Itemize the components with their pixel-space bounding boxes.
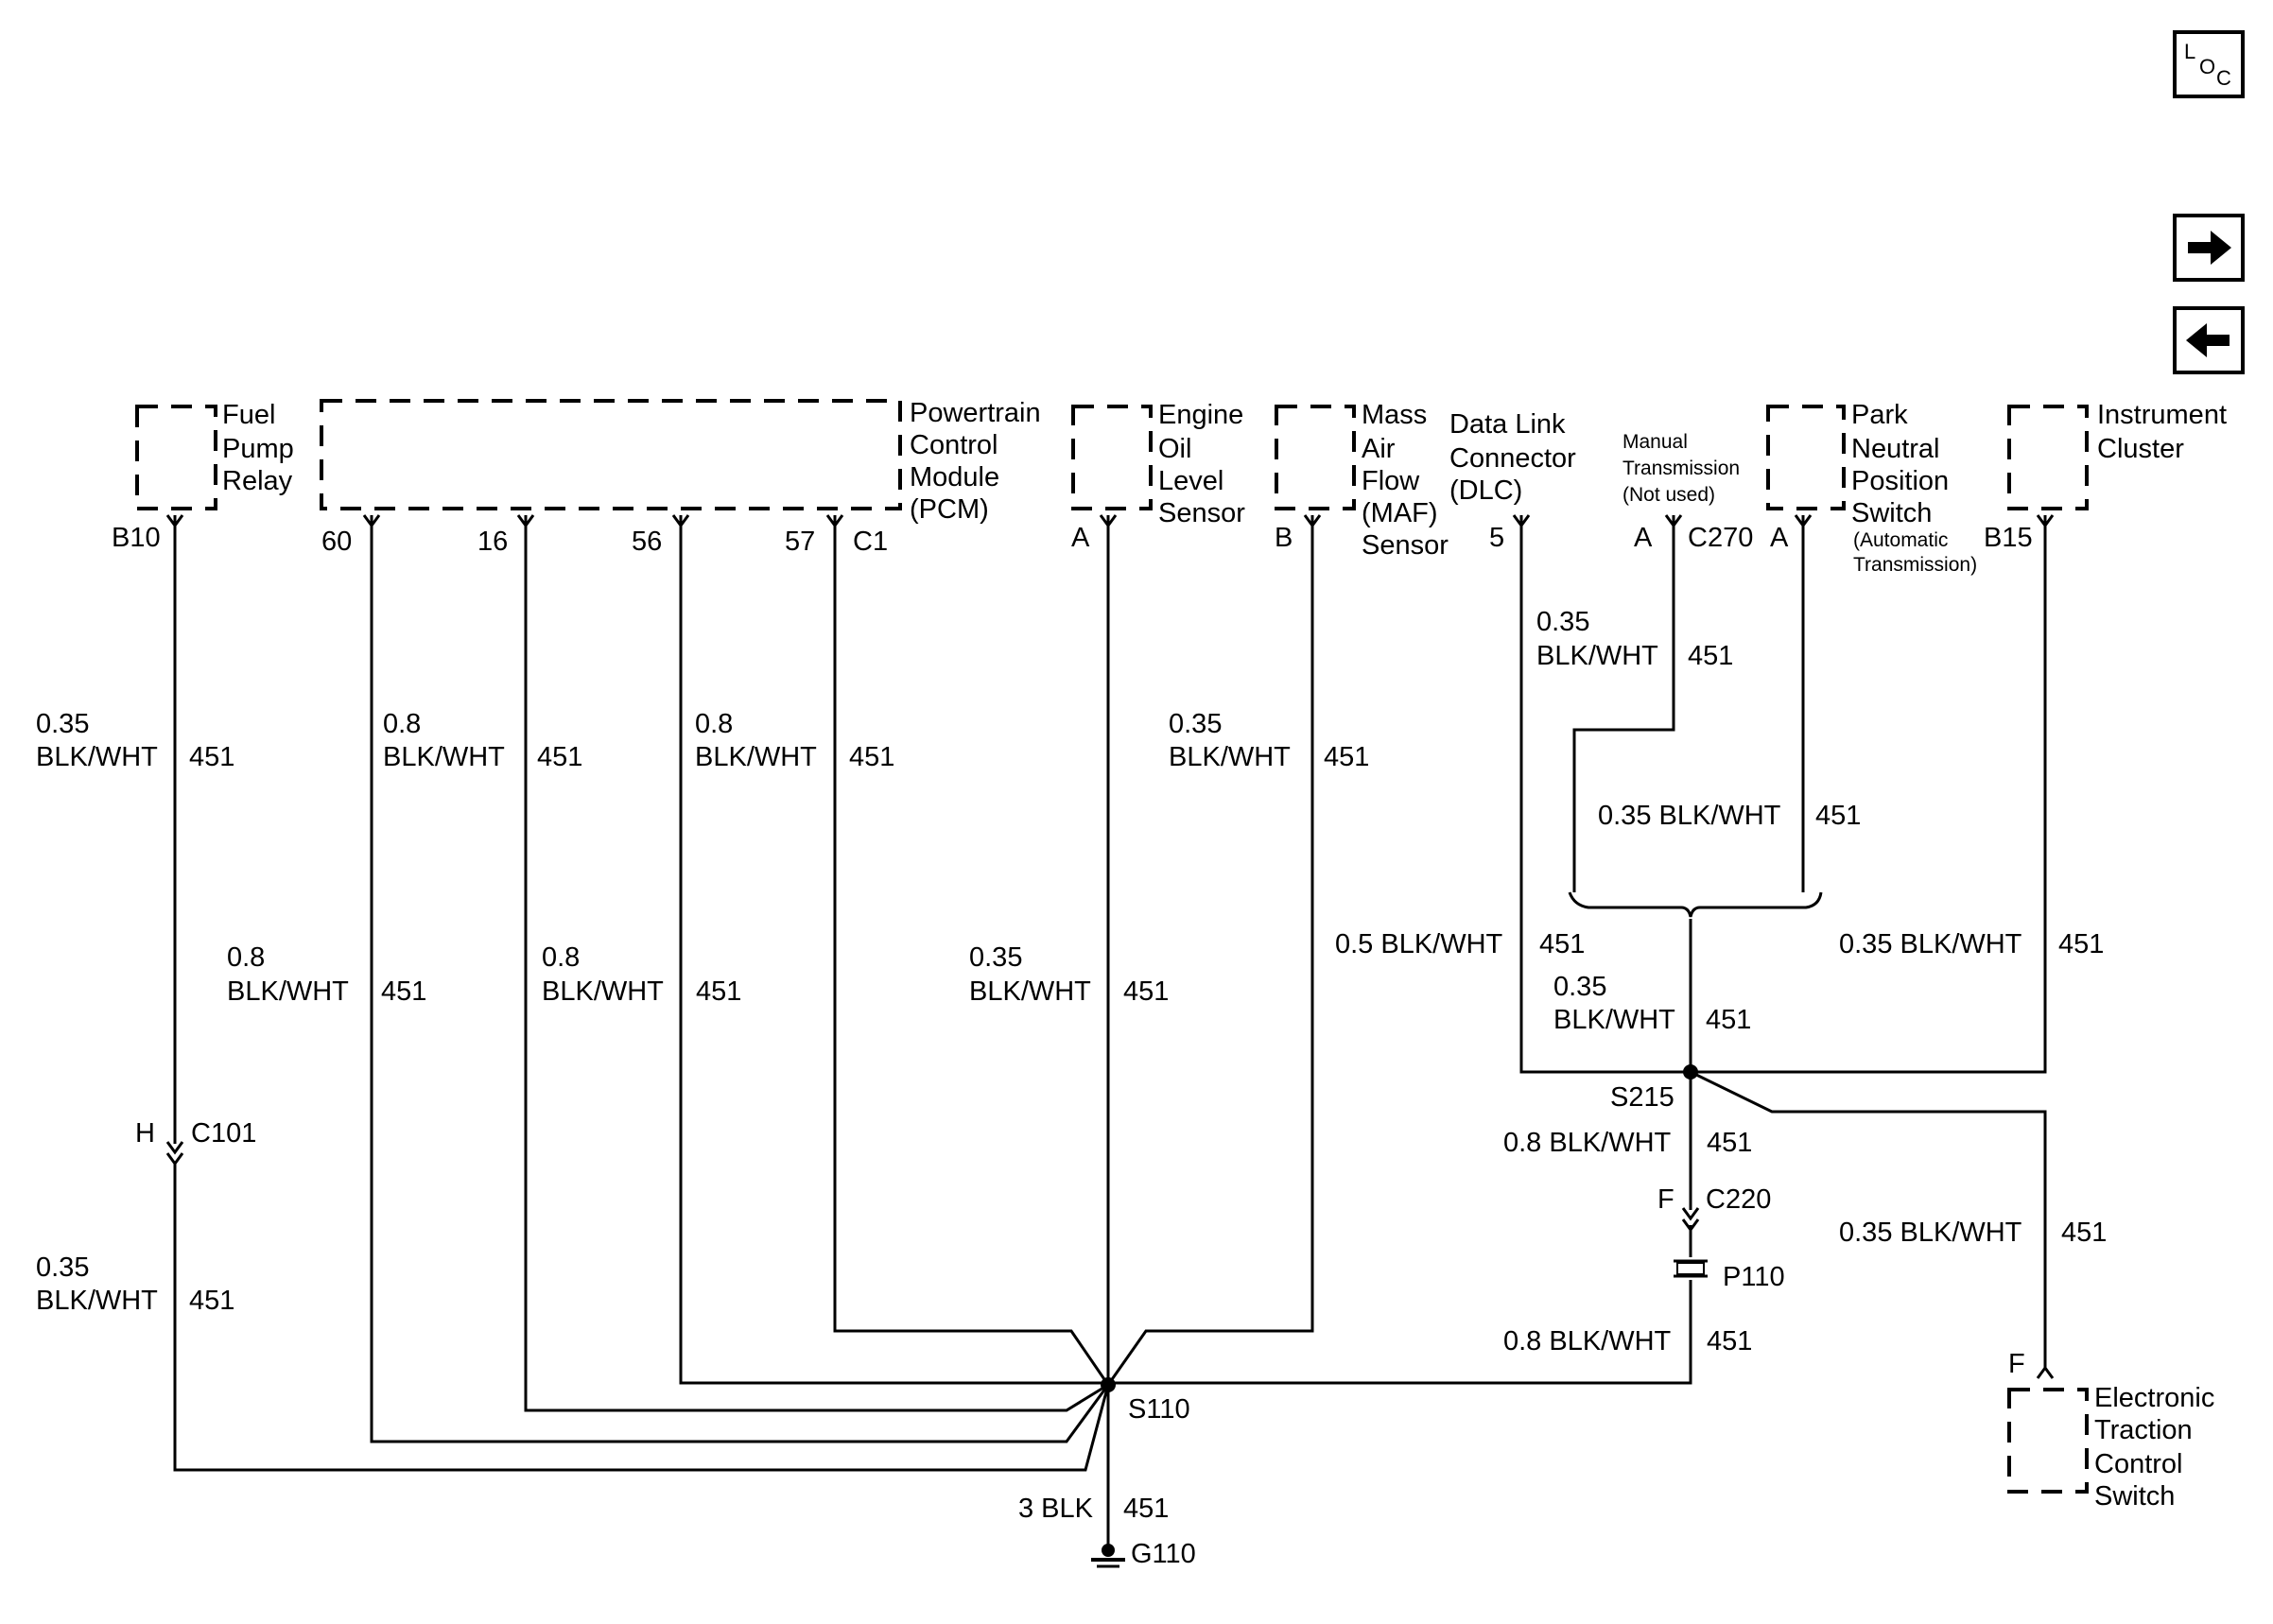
pin-f-c220: F [1657,1184,1674,1215]
wire-dlc-5 [1519,515,1691,1074]
wire-label-60-upper: 0.8 BLK/WHT 451 [383,709,582,772]
connector-c270: C270 [1688,523,1753,553]
pin-b15: B15 [1984,523,2033,553]
loc-letter-o: O [2199,55,2215,78]
wire-label-b10-lower: 0.35 BLK/WHT 451 [36,1253,234,1316]
wire-p110-down [1108,1280,1692,1385]
left-arrow-icon [2186,323,2230,357]
pin-dlc-5: 5 [1489,523,1504,553]
wire-16 [524,515,1109,1412]
pin-c270-a: A [1634,523,1653,553]
wire-label-16-mid: 0.8 BLK/WHT 451 [542,942,741,1007]
wire-label-b10-upper: 0.35 BLK/WHT 451 [36,709,234,772]
wire-57 [833,515,1110,1386]
pnp-switch-label: Park Neutral Position Switch [1851,400,1956,528]
wire-label-ic: 0.35 BLK/WHT 451 [1839,929,2104,959]
etc-switch-box [2007,1388,2089,1494]
connector-c101: C101 [191,1118,256,1149]
splice-s215-dot [1683,1064,1698,1080]
splice-s110-label: S110 [1128,1394,1190,1425]
pin-56: 56 [632,527,662,557]
right-arrow-icon [2188,231,2231,265]
wire-56 [679,515,1108,1385]
pin-arrows [165,514,2055,1379]
dlc-label: Data Link Connector (DLC) [1449,409,1584,506]
fuel-pump-relay-label: Fuel Pump Relay [222,400,302,496]
wire-label-oil-mid: 0.35 BLK/WHT 451 [969,942,1169,1007]
wire-c270 [1572,515,1675,892]
connector-c220: C220 [1706,1184,1771,1215]
etc-switch-label: Electronic Traction Control Switch [2094,1383,2222,1512]
pin-oil-a: A [1071,523,1090,553]
prev-page-button[interactable] [2173,306,2245,374]
wire-label-s215-down: 0.8 BLK/WHT 451 [1503,1128,1752,1158]
pin-maf-b: B [1275,523,1293,553]
wire-label-etc: 0.35 BLK/WHT 451 [1839,1218,2107,1248]
wire-label-b10-mid: 0.8 BLK/WHT 451 [227,942,426,1007]
instrument-cluster-box [2007,405,2089,510]
wire-label-c270-upper: 0.35 BLK/WHT 451 [1536,607,1733,671]
pnp-note-label: (Automatic Transmission) [1853,529,1977,576]
pin-57: 57 [785,527,815,557]
pin-60: 60 [321,527,352,557]
maf-sensor-label: Mass Air Flow (MAF) Sensor [1362,400,1449,561]
next-page-button[interactable] [2173,214,2245,282]
wire-label-p110-down: 0.8 BLK/WHT 451 [1503,1326,1752,1356]
loc-button[interactable]: L O C [2173,30,2245,98]
wire-maf-b [1106,515,1314,1386]
pnp-switch-box [1766,405,1846,510]
wire-label-mid-bracket: 0.35 BLK/WHT 451 [1598,801,1861,831]
wire-60 [370,515,1110,1443]
wire-harness-bracket [1568,891,1823,918]
oil-level-sensor-box [1071,405,1153,510]
wire-label-ground: 3 BLK 451 [1018,1494,1169,1524]
wire-label-s215-upper: 0.35 BLK/WHT 451 [1553,972,1751,1035]
oil-level-sensor-label: Engine Oil Level Sensor [1158,400,1251,528]
pin-h: H [135,1118,155,1149]
splice-s110-dot [1101,1377,1116,1392]
instrument-cluster-label: Instrument Cluster [2097,400,2234,464]
pin-pnp-a: A [1770,523,1789,553]
loc-letter-c: C [2216,66,2231,90]
p110-connector-icon [1674,1259,1708,1278]
wire-label-maf-upper: 0.35 BLK/WHT 451 [1169,709,1369,772]
pin-c1: C1 [853,527,888,557]
pcm-label: Powertrain Control Module (PCM) [910,398,1049,525]
wire-etc [1690,1070,2047,1369]
ground-g110-label: G110 [1131,1539,1196,1569]
pin-16: 16 [477,527,508,557]
maf-sensor-box [1275,405,1356,510]
wire-b10 [173,515,1110,1472]
wire-label-dlc-lower: 0.5 BLK/WHT 451 [1335,929,1585,959]
wire-ic [1691,515,2047,1074]
connector-p110: P110 [1723,1262,1785,1292]
pin-b10: B10 [112,523,161,553]
fuel-pump-relay-box [135,405,217,510]
pcm-box [320,399,902,510]
loc-letter-l: L [2184,40,2195,63]
ground-icon [1091,1544,1125,1568]
wire-label-56-upper: 0.8 BLK/WHT 451 [695,709,894,772]
manual-transmission-label: Manual Transmission (Not used) [1622,431,1745,506]
splice-s215-label: S215 [1610,1082,1674,1113]
pin-etc-f: F [2008,1349,2025,1379]
